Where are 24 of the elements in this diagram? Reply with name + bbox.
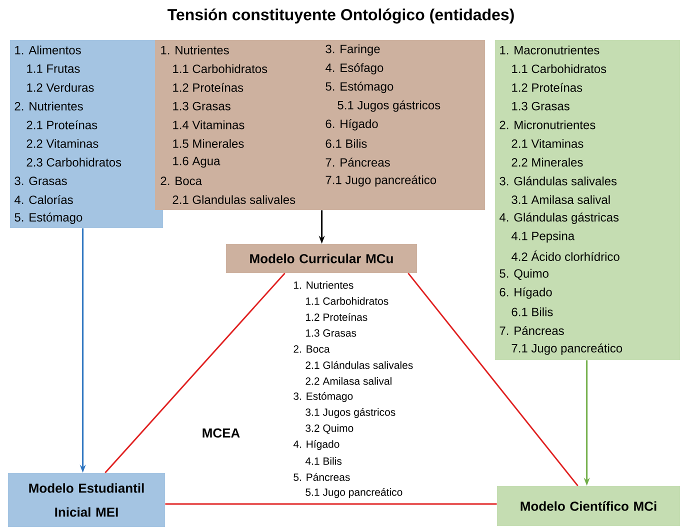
model-box: Modelo Curricular MCu — [226, 244, 417, 273]
list-box: 1. Macronutrientes 1.1 Carbohidratos 1.2 Proteínas 1.3 Grasas 2. Micronutrientes 2.1 Vitaminas 2.2 Minerales 3. Glándulas salivales 3.1 Amilasa salival 4. Glándulas gástricas 4.1 Pepsina 4.2 Ácido clorhídrico 5. Quimo 6. Hígado 6.1 Bilis 7. Páncreas 7.1 Jugo pancreático — [495, 40, 680, 360]
list-item: 2. Boca — [294, 345, 330, 353]
list-item: 3.2 Quimo — [306, 424, 354, 434]
list-item: 1.1 Carbohidratos — [306, 297, 388, 305]
model-label: MCEA — [202, 428, 240, 438]
list-item: 5. Páncreas — [294, 473, 350, 481]
connector-line — [165, 503, 497, 505]
title: Tensión constituyente Ontológico (entidades) — [168, 8, 514, 24]
list-item: 3.1 Jugos gástricos — [306, 408, 396, 418]
list-item: 3. Estómago — [294, 392, 353, 402]
list-item: 2.2 Amilasa salival — [306, 377, 392, 385]
model-box: Modelo Estudiantil Inicial MEI — [8, 473, 165, 527]
list-item: 5.1 Jugo pancreático — [306, 488, 402, 498]
connector-line — [104, 272, 286, 474]
model-box: Modelo Científico MCi — [497, 486, 680, 526]
list-box: 1. Nutrientes 1.1 Carbohidratos 1.2 Proteínas 1.3 Grasas 1.4 Vitaminas 1.5 Minerales 1.6 Agua 2. Boca 2.1 Glandulas salivales 3. Faringe 4. Esófago 5. Estómago 5.1 Jugos gástricos 6. Hígado 6.1 Bilis 7. Páncreas 7.1 Jugo pancreático — [155, 40, 485, 210]
list-item: 4.1 Bilis — [305, 457, 342, 465]
list-item: 1.3 Grasas — [306, 329, 356, 337]
list-item: 2.1 Glándulas salivales — [306, 361, 413, 369]
list-item: 4. Hígado — [293, 440, 340, 450]
list-item: 1.2 Proteínas — [306, 313, 368, 321]
connector-line — [408, 272, 578, 486]
list-item: 1. Nutrientes — [294, 281, 354, 289]
